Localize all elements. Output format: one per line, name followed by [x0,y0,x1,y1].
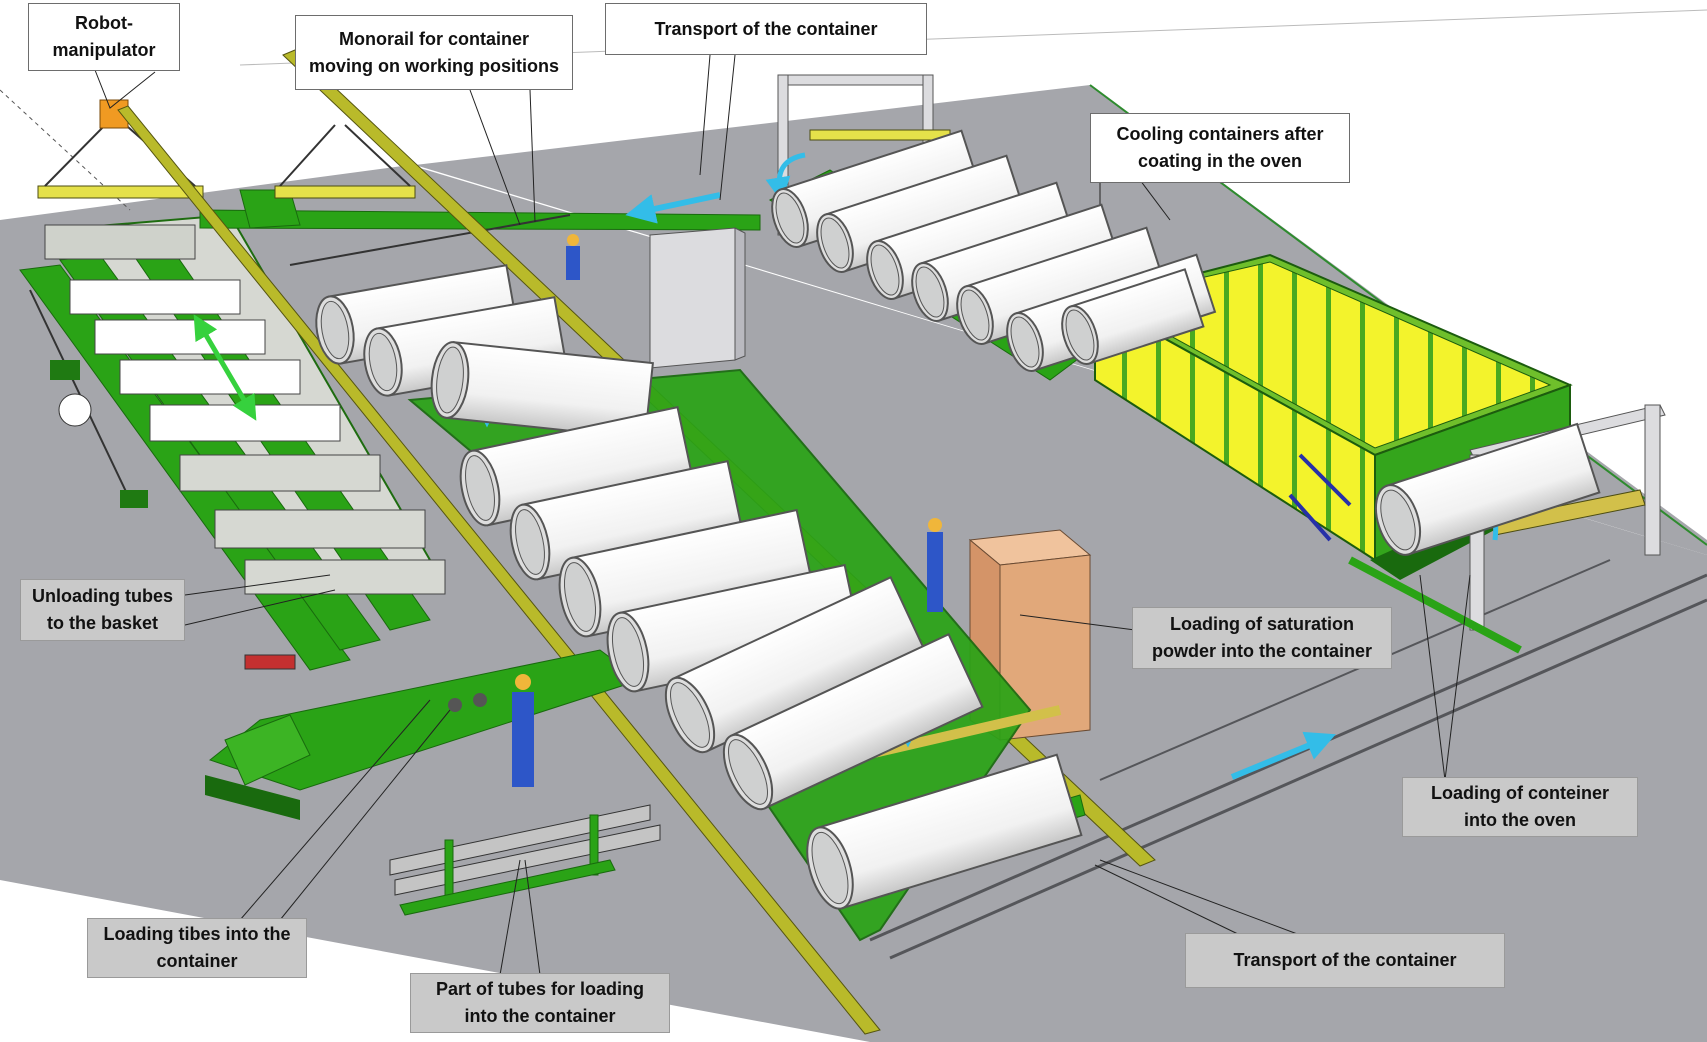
floor-rail [869,573,1707,942]
arrow-rotate-1 [765,152,806,203]
tube-baskets [19,213,446,671]
arrow-transport-bottom [1230,731,1336,780]
floor-rail [889,598,1707,960]
worker-icon [512,674,534,787]
heater-unit [244,654,296,670]
callout-tube-loading: Loading tibes into the container [87,918,307,978]
callout-cooling: Cooling containers after coating in the … [1090,113,1350,183]
tube-container [430,341,654,440]
tube-container [806,753,1083,910]
callout-saturation: Loading of saturation powder into the co… [1132,607,1392,669]
monorail-left [117,105,881,1035]
tube-container [664,575,926,754]
tube-container [1374,422,1601,556]
arrow-unloading [193,314,257,421]
worker-icon [927,518,943,612]
callout-unloading: Unloading tubes to the basket [20,579,185,641]
callout-robot-manipulator: Robot- manipulator [28,3,180,71]
tube-container [722,632,984,811]
tube-container [606,563,863,693]
rear-conveyor [199,189,761,266]
callout-oven-loading: Loading of conteiner into the oven [1402,777,1638,837]
tube-container [509,459,745,581]
tube-rack [389,804,661,916]
tube-loading-conveyor [205,649,642,820]
tube-container [459,405,695,527]
callout-monorail: Monorail for container moving on working… [295,15,573,90]
callout-part-tubes: Part of tubes for loading into the conta… [410,973,670,1033]
callout-transport-bottom: Transport of the container [1185,933,1505,988]
control-cabinet [649,227,746,369]
tube-container [1061,268,1205,365]
robot-gripper-right [274,124,416,199]
callout-transport-top: Transport of the container [605,3,927,55]
arrow-transport-top [625,192,721,224]
tube-container [558,508,815,638]
floor-rail [1099,559,1611,781]
worker-icon [566,234,580,280]
